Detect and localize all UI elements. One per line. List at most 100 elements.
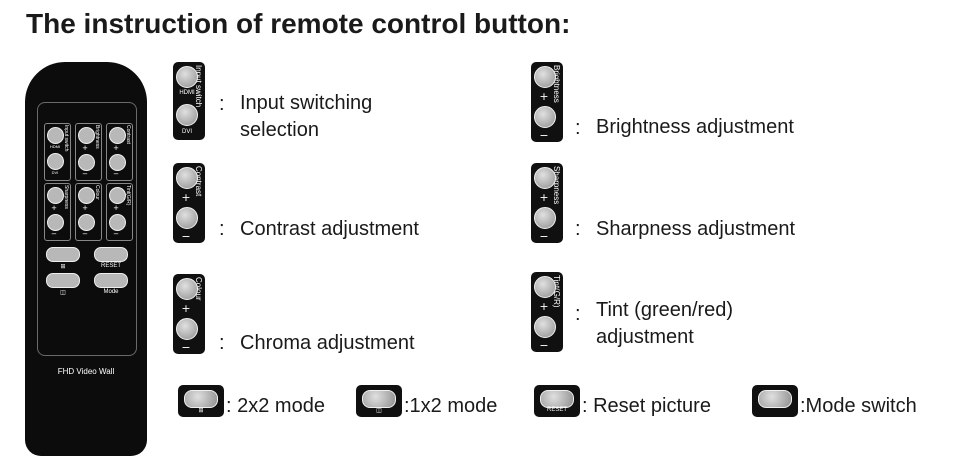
grid-2x2-icon: ⊞ (178, 407, 224, 414)
tint-button-group: Tint(G/R) + − (531, 272, 563, 352)
sharpness-colon: : (575, 218, 581, 241)
remote-brightness-group: Brightness + − (75, 123, 102, 181)
contrast-description: Contrast adjustment (240, 216, 419, 243)
hdmi-button[interactable] (176, 66, 198, 88)
remote-mode-label: Mode (94, 289, 128, 295)
mode-switch-key[interactable] (752, 385, 798, 417)
dvi-button[interactable] (176, 104, 198, 126)
minus-icon: − (535, 340, 553, 351)
input-switch-button-group: Input switch HDMI DVI (173, 62, 205, 140)
contrast-down-button[interactable] (176, 207, 198, 229)
input-description-line2: selection (240, 117, 372, 144)
plus-icon: + (177, 303, 195, 314)
input-description-line1: Input switching (240, 90, 372, 117)
minus-icon: − (111, 231, 121, 238)
dvi-label: DVI (175, 129, 199, 135)
brightness-down-button[interactable] (534, 106, 556, 128)
remote-2x2-button[interactable] (46, 247, 80, 262)
minus-icon: − (177, 342, 195, 353)
tint-up-button[interactable] (534, 276, 556, 298)
plus-icon: + (80, 145, 90, 152)
minus-icon: − (535, 231, 553, 242)
remote-brightness-up-button[interactable] (78, 127, 95, 144)
remote-mode-button[interactable] (94, 273, 128, 288)
remote-contrast-group: Contrast + − (106, 123, 133, 181)
plus-icon: + (177, 192, 195, 203)
remote-brand-label: FHD Video Wall (25, 367, 147, 376)
minus-icon: − (49, 231, 59, 238)
remote-colour-group: Colour + − (75, 183, 102, 241)
mode-1x2-key[interactable]: ◫ (356, 385, 402, 417)
tint-colon: : (575, 303, 581, 326)
remote-hdmi-label: HDMI (45, 144, 65, 149)
brightness-description: Brightness adjustment (596, 114, 794, 141)
page-title: The instruction of remote control button… (26, 8, 570, 40)
grid-1x2-icon: ◫ (46, 289, 80, 296)
remote-button-panel: Input switch HDMI DVI Brightness + − Con… (37, 102, 137, 356)
remote-input-switch-group: Input switch HDMI DVI (44, 123, 71, 181)
remote-1x2-button[interactable] (46, 273, 80, 288)
brightness-colon: : (575, 117, 581, 140)
remote-group-label: Sharpness (63, 185, 69, 209)
remote-reset-label: RESET (94, 263, 128, 269)
mode-2x2-key[interactable]: ⊞ (178, 385, 224, 417)
sharpness-up-button[interactable] (534, 167, 556, 189)
remote-group-label: Colour (94, 185, 100, 200)
remote-contrast-up-button[interactable] (109, 127, 126, 144)
plus-icon: + (49, 205, 59, 212)
grid-1x2-icon: ◫ (356, 407, 402, 414)
hdmi-label: HDMI (175, 90, 199, 96)
plus-icon: + (111, 145, 121, 152)
reset-button[interactable] (540, 390, 574, 408)
reset-key[interactable]: RESET (534, 385, 580, 417)
mode-1x2-button[interactable] (362, 390, 396, 408)
tint-down-button[interactable] (534, 316, 556, 338)
contrast-up-button[interactable] (176, 167, 198, 189)
plus-icon: + (535, 192, 553, 203)
remote-contrast-down-button[interactable] (109, 154, 126, 171)
remote-brightness-down-button[interactable] (78, 154, 95, 171)
remote-sharpness-up-button[interactable] (47, 187, 64, 204)
brightness-button-group: Brightness + − (531, 62, 563, 142)
remote-hdmi-button[interactable] (47, 127, 64, 144)
mode-1x2-text: :1x2 mode (404, 395, 497, 418)
mode-switch-text: :Mode switch (800, 395, 917, 418)
reset-text: : Reset picture (582, 395, 711, 418)
remote-colour-down-button[interactable] (78, 214, 95, 231)
chroma-description: Chroma adjustment (240, 330, 415, 357)
colour-button-group: Colour + − (173, 274, 205, 354)
colour-up-button[interactable] (176, 278, 198, 300)
brightness-up-button[interactable] (534, 66, 556, 88)
mode-2x2-button[interactable] (184, 390, 218, 408)
mode-2x2-text: : 2x2 mode (226, 395, 325, 418)
mode-switch-button[interactable] (758, 390, 792, 408)
remote-sharpness-down-button[interactable] (47, 214, 64, 231)
remote-reset-button[interactable] (94, 247, 128, 262)
colour-colon: : (219, 332, 225, 355)
colour-down-button[interactable] (176, 318, 198, 340)
remote-tint-up-button[interactable] (109, 187, 126, 204)
reset-label: RESET (534, 407, 580, 413)
remote-tint-down-button[interactable] (109, 214, 126, 231)
tint-description-line2: adjustment (596, 324, 733, 351)
sharpness-down-button[interactable] (534, 207, 556, 229)
plus-icon: + (535, 301, 553, 312)
remote-dvi-label: DVI (45, 170, 65, 175)
minus-icon: − (177, 231, 195, 242)
remote-control: Input switch HDMI DVI Brightness + − Con… (25, 62, 147, 456)
grid-2x2-icon: ⊞ (46, 263, 80, 270)
minus-icon: − (535, 130, 553, 141)
sharpness-description: Sharpness adjustment (596, 216, 795, 243)
plus-icon: + (535, 91, 553, 102)
contrast-button-group: Contrast + − (173, 163, 205, 243)
remote-dvi-button[interactable] (47, 153, 64, 170)
minus-icon: − (80, 171, 90, 178)
input-description: Input switching selection (240, 90, 372, 144)
remote-colour-up-button[interactable] (78, 187, 95, 204)
contrast-colon: : (219, 218, 225, 241)
remote-sharpness-group: Sharpness + − (44, 183, 71, 241)
plus-icon: + (80, 205, 90, 212)
tint-description-line1: Tint (green/red) (596, 297, 733, 324)
minus-icon: − (80, 231, 90, 238)
sharpness-button-group: Sharpness + − (531, 163, 563, 243)
